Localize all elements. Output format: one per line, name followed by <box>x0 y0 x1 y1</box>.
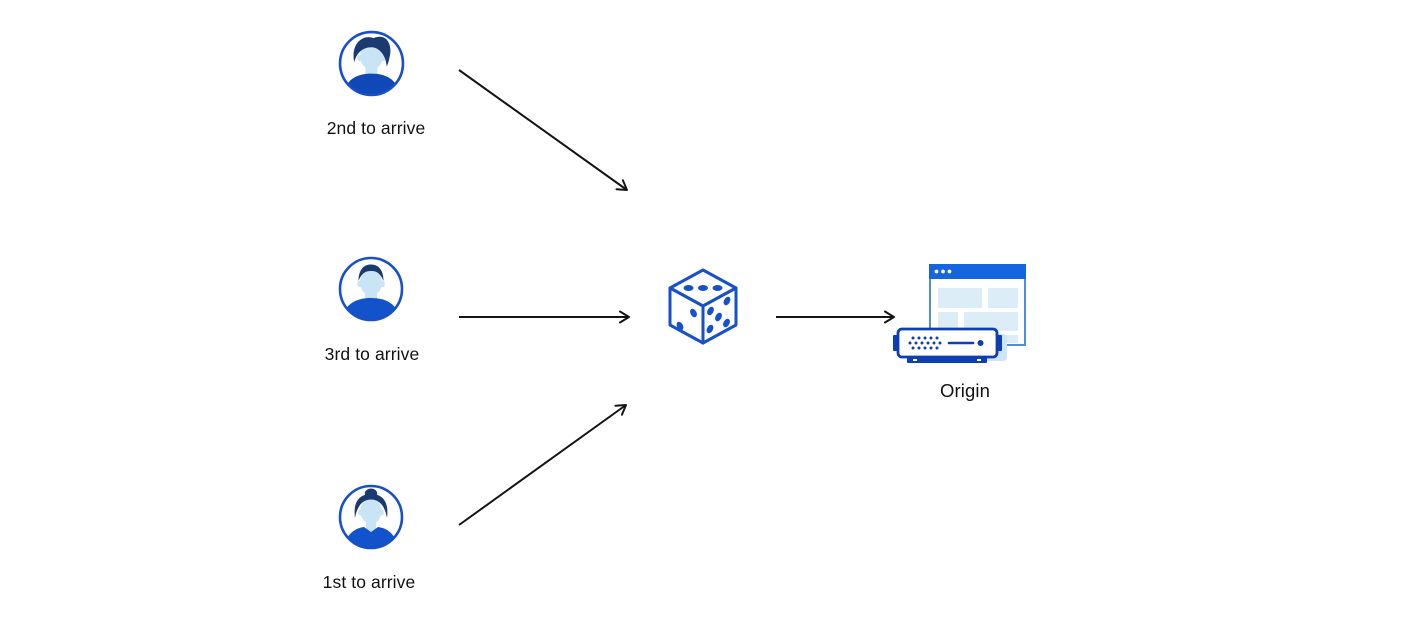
male-avatar-icon <box>338 30 405 97</box>
female-avatar-icon <box>338 484 404 550</box>
arrow-second-to-picker <box>458 69 628 191</box>
dice-icon <box>668 268 738 345</box>
node-user-second: 2nd to arrive <box>327 30 425 138</box>
node-user-first: 1st to arrive <box>323 484 415 592</box>
node-label-origin: Origin <box>940 380 990 401</box>
node-origin: Origin <box>893 258 1027 401</box>
node-label-user-first: 1st to arrive <box>322 572 416 592</box>
node-label-user-second: 2nd to arrive <box>326 118 426 138</box>
node-user-third: 3rd to arrive <box>325 256 419 364</box>
arrow-first-to-picker <box>458 404 627 526</box>
origin-server-icon <box>893 264 1026 363</box>
node-picker <box>667 266 739 351</box>
male-avatar-icon <box>338 256 404 322</box>
node-label-user-third: 3rd to arrive <box>324 344 420 364</box>
